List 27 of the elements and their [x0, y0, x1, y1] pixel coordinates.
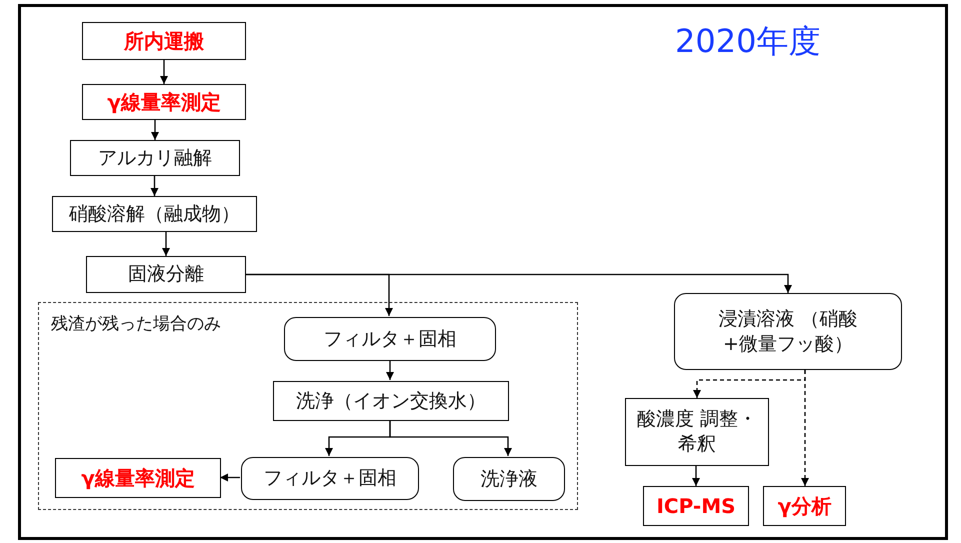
- arrow: [246, 274, 792, 293]
- group-label: 残渣が残った場合のみ: [51, 313, 221, 336]
- process-box: 酸濃度 調整・希釈: [625, 398, 769, 466]
- dashed-group-box: [38, 302, 578, 510]
- process-box: アルカリ融解: [70, 140, 240, 176]
- rounded-box: フィルタ＋固相: [241, 457, 419, 500]
- result-box: γ分析: [763, 486, 846, 526]
- arrow: [389, 420, 512, 456]
- rounded-box: フィルタ＋固相: [284, 317, 496, 361]
- arrow: [386, 360, 394, 380]
- result-box: ICP-MS: [643, 486, 749, 526]
- arrow: [150, 176, 158, 196]
- process-box: 硝酸溶解（融成物）: [52, 196, 257, 232]
- process-box: 洗浄（イオン交換水）: [273, 381, 509, 421]
- rounded-box: 浸漬溶液 （硝酸+微量フッ酸）: [674, 293, 902, 370]
- arrow: [692, 466, 700, 486]
- arrow: [162, 232, 170, 256]
- process-box: 固液分離: [86, 256, 246, 293]
- result-box: γ線量率測定: [55, 458, 221, 498]
- arrow: [801, 370, 809, 486]
- result-box: 所内運搬: [82, 22, 246, 60]
- year-label: 2020年度: [675, 21, 820, 62]
- arrow: [151, 120, 159, 140]
- arrow: [160, 60, 168, 84]
- rounded-box: 洗浄液: [453, 457, 565, 501]
- result-box: γ線量率測定: [82, 84, 246, 120]
- arrow: [220, 474, 240, 482]
